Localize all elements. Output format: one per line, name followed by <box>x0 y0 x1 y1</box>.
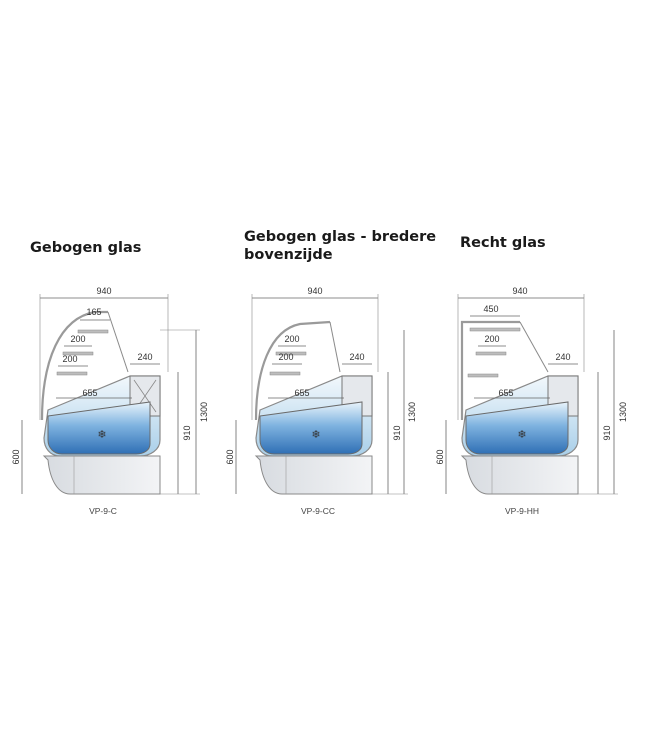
title-wide-line-2: bovenzijde <box>244 247 333 263</box>
dim-base-height: 600 <box>225 449 235 464</box>
dim-shelf-top: 165 <box>86 307 101 317</box>
dim-total-height: 1300 <box>618 402 628 422</box>
unit-vp-9-cc: 940 200 200 240 655 ❄ 600 910 1300 VP-9-… <box>225 286 417 516</box>
model-label: VP-9-HH <box>505 506 539 516</box>
dim-width-label: 940 <box>96 286 111 296</box>
curved-glass <box>40 310 108 421</box>
snowflake-icon: ❄ <box>311 429 320 441</box>
snowflake-icon: ❄ <box>97 429 106 441</box>
unit-vp-9-c: 940 165 200 200 240 655 ❄ 600 <box>11 286 209 516</box>
dim-width-label: 940 <box>512 286 527 296</box>
dim-depth: 655 <box>294 388 309 398</box>
dim-shelf-top: 450 <box>483 304 498 314</box>
title-curved-glass: Gebogen glas <box>30 240 142 256</box>
dim-total-height: 1300 <box>407 402 417 422</box>
title-wide-line-1: Gebogen glas - bredere <box>244 229 437 245</box>
dim-total-height: 1300 <box>199 402 209 422</box>
dim-shelf-low: 200 <box>278 352 293 362</box>
dim-rear: 240 <box>349 352 364 362</box>
title-curved-glass-wide-top: Gebogen glas - bredere bovenzijde <box>244 228 436 264</box>
curved-glass <box>254 320 331 421</box>
dim-counter-height: 910 <box>602 425 612 440</box>
dim-counter-height: 910 <box>392 425 402 440</box>
straight-glass <box>460 320 520 420</box>
dim-counter-height: 910 <box>182 425 192 440</box>
title-straight-glass: Recht glas <box>460 235 546 251</box>
unit-vp-9-hh: 940 450 200 240 655 ❄ 600 910 1300 VP-9-… <box>435 286 628 516</box>
dim-width-label: 940 <box>307 286 322 296</box>
dim-shelf-mid: 200 <box>284 334 299 344</box>
model-label: VP-9-C <box>89 506 117 516</box>
model-label: VP-9-CC <box>301 506 335 516</box>
dim-base-height: 600 <box>435 449 445 464</box>
dim-shelf-mid: 200 <box>70 334 85 344</box>
snowflake-icon: ❄ <box>517 429 526 441</box>
dim-shelf-low: 200 <box>62 354 77 364</box>
dim-depth: 655 <box>498 388 513 398</box>
dim-rear: 240 <box>137 352 152 362</box>
dim-rear: 240 <box>555 352 570 362</box>
dim-shelf-mid: 200 <box>484 334 499 344</box>
dim-depth: 655 <box>82 388 97 398</box>
dim-base-height: 600 <box>11 449 21 464</box>
